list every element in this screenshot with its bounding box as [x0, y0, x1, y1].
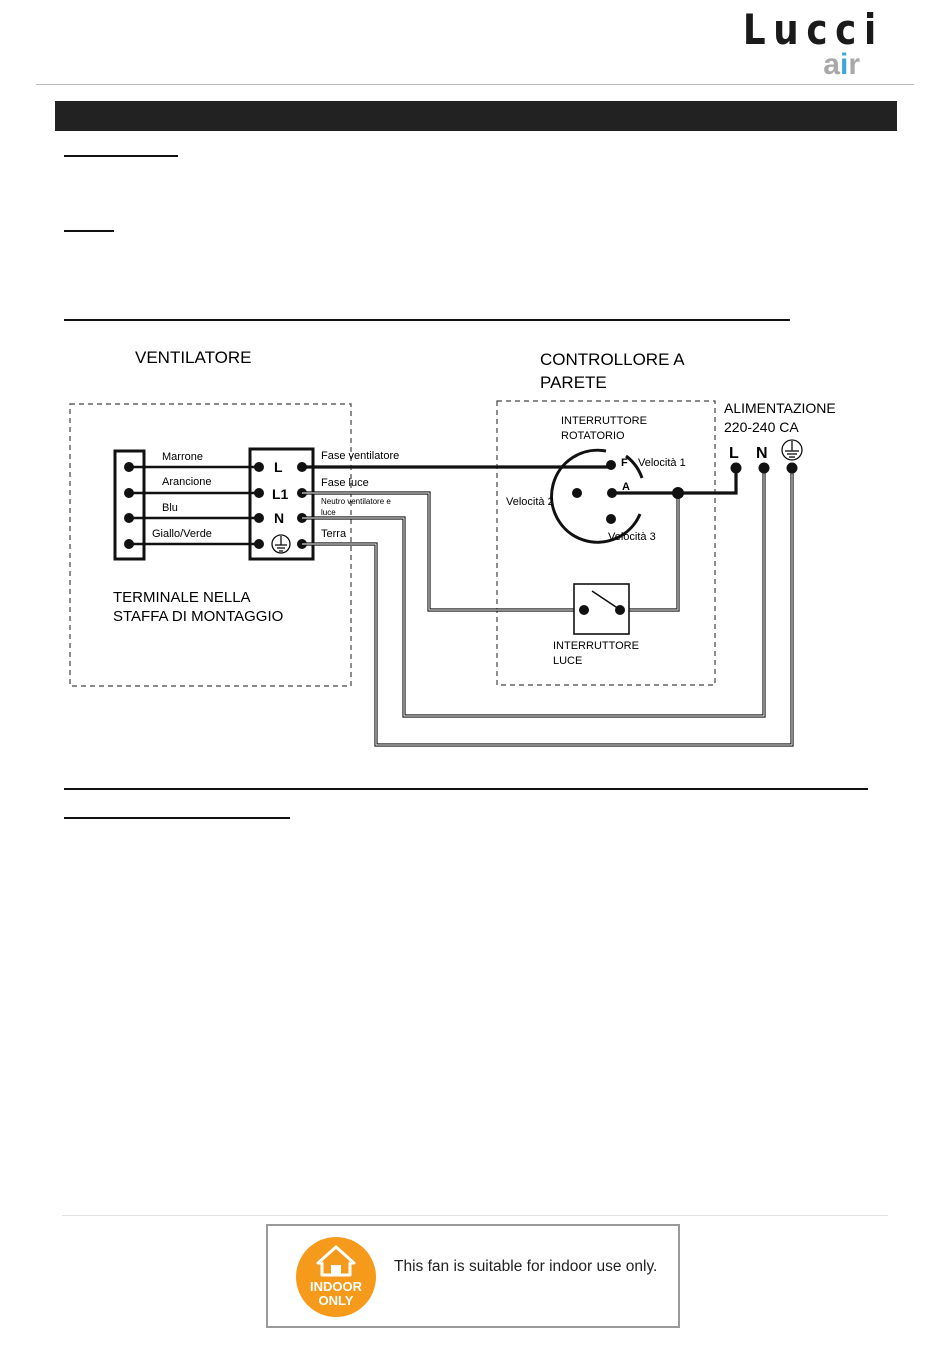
- brand-logo-air: air: [823, 48, 860, 81]
- supply-earth-icon: [781, 439, 803, 461]
- indoor-only-badge-icon: INDOOR ONLY: [296, 1237, 376, 1317]
- label-neutral-line1: Neutro ventilatore e: [321, 497, 391, 506]
- light-switch-label-line2: LUCE: [553, 655, 582, 667]
- fan-title: VENTILATORE: [135, 348, 252, 367]
- supply-terminal-l: L: [729, 445, 739, 462]
- fan-terminal-dots: [124, 462, 307, 549]
- section-title-bar: [55, 101, 897, 131]
- rotary-switch-contacts: [572, 460, 684, 524]
- fan-terminal-block: [113, 449, 146, 561]
- indoor-notice-text: This fan is suitable for indoor use only…: [394, 1258, 658, 1275]
- heading-underline-2: [64, 230, 114, 232]
- output-wires-inner: [302, 470, 793, 746]
- wire-color-blue: Blu: [162, 502, 178, 514]
- controller-enclosure: [496, 400, 716, 686]
- terminal-caption-line1: TERMINALE NELLA: [113, 589, 251, 606]
- wire-color-brown: Marrone: [162, 451, 203, 463]
- rotary-switch-arc: [550, 448, 642, 544]
- indoor-notice: INDOOR ONLY This fan is suitable for ind…: [266, 1224, 680, 1328]
- rotary-switch-label-line2: ROTATORIO: [561, 430, 625, 442]
- label-earth: Terra: [321, 528, 347, 540]
- wire-color-yellow-green: Giallo/Verde: [152, 528, 212, 540]
- supply-terminal-dots: [730, 462, 798, 474]
- footer-divider: [62, 1215, 888, 1216]
- contact-a: A: [622, 481, 630, 493]
- bracket-terminal-block: [248, 447, 315, 561]
- rotary-switch-label-line1: INTERRUTTORE: [561, 415, 647, 427]
- terminal-label-l: L: [274, 459, 283, 475]
- controller-title-line1: CONTROLLORE A: [540, 350, 685, 369]
- header-divider: [36, 84, 914, 85]
- wiring-diagram: VENTILATORE CONTROLLORE A PARETE Marrone…: [69, 348, 836, 747]
- heading-underline-5: [64, 817, 290, 819]
- terminal-label-l1: L1: [272, 486, 289, 502]
- light-switch-label-line1: INTERRUTTORE: [553, 640, 639, 652]
- speed-2-label: Velocità 2: [506, 496, 554, 508]
- light-switch-lever: [591, 590, 620, 610]
- label-light-phase: Fase luce: [321, 477, 369, 489]
- badge-line2: ONLY: [319, 1293, 354, 1308]
- rotary-switch-arc-top: [625, 454, 644, 479]
- label-fan-phase: Fase ventilatore: [321, 450, 399, 462]
- terminal-label-n: N: [274, 510, 284, 526]
- contact-f: F: [621, 457, 628, 469]
- supply-label-line1: ALIMENTAZIONE: [724, 400, 836, 416]
- controller-title-line2: PARETE: [540, 373, 607, 392]
- speed-1-label: Velocità 1: [638, 457, 686, 469]
- terminal-caption-line2: STAFFA DI MONTAGGIO: [113, 608, 283, 625]
- wire-color-orange: Arancione: [162, 476, 212, 488]
- heading-underline-3: [64, 319, 790, 321]
- brand-logo-wordmark: Lucci: [743, 5, 884, 54]
- supply-label-line2: 220-240 CA: [724, 419, 799, 435]
- badge-line1: INDOOR: [310, 1279, 363, 1294]
- earth-symbol-icon: [271, 534, 291, 554]
- label-neutral-line2: luce: [321, 508, 336, 517]
- speed-3-label: Velocità 3: [608, 531, 656, 543]
- heading-underline-1: [64, 155, 178, 157]
- supply-terminal-n: N: [756, 445, 768, 462]
- fan-wires: [129, 465, 259, 546]
- fan-enclosure: [69, 403, 352, 687]
- heading-underline-4: [64, 788, 868, 790]
- brand-logo: Lucci air: [743, 8, 884, 82]
